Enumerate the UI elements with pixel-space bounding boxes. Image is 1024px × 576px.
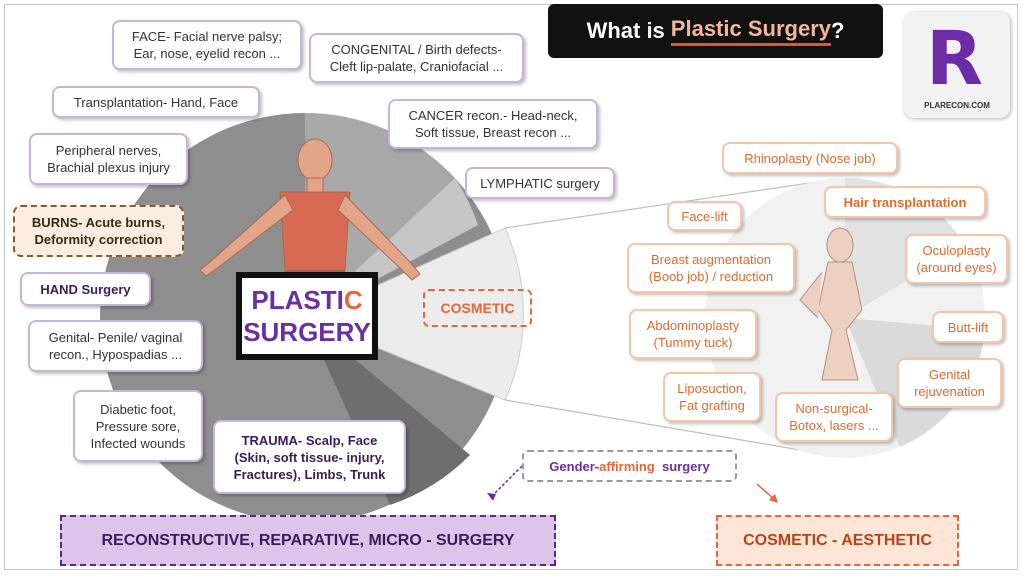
center-line2: SURGERY [243,317,371,347]
woman-figure [799,227,863,381]
reconstructive-category: RECONSTRUCTIVE, REPARATIVE, MICRO - SURG… [60,515,556,566]
item-trauma: TRAUMA- Scalp, Face(Skin, soft tissue- i… [213,420,406,494]
center-line1: PLASTI [251,285,344,315]
title-suffix: ? [830,18,845,43]
center-accent: C [343,285,363,315]
cosmetic-label: COSMETIC [423,289,532,327]
item-face-lift: Face-lift [667,201,742,231]
funnel-bottom-line [504,399,831,456]
item-rhinoplasty: Rhinoplasty (Nose job) [722,142,898,174]
item-burns: BURNS- Acute burns,Deformity correction [13,205,184,257]
recon-wheel-dark [305,318,470,505]
item-diabetic: Diabetic foot,Pressure sore,Infected wou… [73,390,203,462]
arrow-to-reconstructive [489,465,523,499]
item-abdominoplasty: Abdominoplasty(Tummy tuck) [629,309,757,359]
frame [4,4,1018,570]
item-butt-lift: Butt-lift [932,311,1004,343]
title-prefix: What is [586,18,665,43]
item-hair-transplantation: Hair transplantation [824,186,986,218]
arrow-head-left [487,493,496,501]
aesthetic-category: COSMETIC - AESTHETIC [716,515,959,566]
item-face: FACE- Facial nerve palsy;Ear, nose, eyel… [112,20,302,70]
item-transplantation: Transplantation- Hand, Face [52,86,260,118]
arrow-head-right [769,494,778,503]
item-peripheral-nerves: Peripheral nerves,Brachial plexus injury [29,133,188,185]
logo-name: PLARECON.COM [924,101,990,110]
item-oculoplasty: Oculoplasty(around eyes) [905,234,1008,284]
item-cancer: CANCER recon.- Head-neck,Soft tissue, Br… [388,99,598,149]
plastic-surgery-label: PLASTIC SURGERY [236,272,378,360]
item-breast: Breast augmentation(Boob job) / reductio… [627,243,795,293]
human-figure [199,138,421,301]
page-title: What is Plastic Surgery ? [548,4,883,58]
gender-affirming-label: Gender-affirming surgery [522,450,737,482]
logo-letter: R [926,16,983,102]
plarecon-logo[interactable]: R PLARECON.COM [904,12,1010,118]
item-lymphatic: LYMPHATIC surgery [465,167,615,199]
item-congenital: CONGENITAL / Birth defects-Cleft lip-pal… [309,33,524,83]
title-highlight: Plastic Surgery [670,16,831,46]
item-liposuction: Liposuction,Fat grafting [663,372,761,422]
item-non-surgical: Non-surgical-Botox, lasers ... [775,392,893,442]
item-hand: HAND Surgery [20,272,151,306]
cosmetic-wedge [303,227,524,401]
